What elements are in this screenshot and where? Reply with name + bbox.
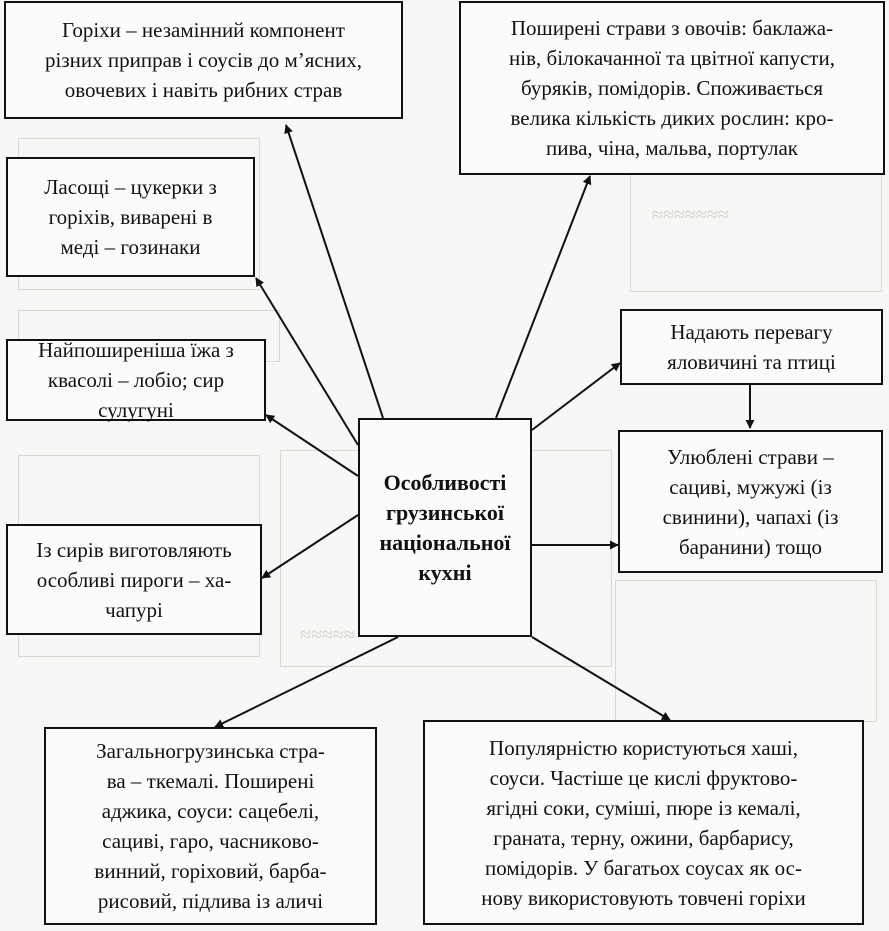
box-favorite-dishes-text: Улюблені страви – сациві, мужужі (із сви… — [663, 442, 839, 562]
text-line: баранини) тощо — [678, 534, 823, 559]
text-line: Ласощі – цукерки з — [44, 175, 217, 199]
text-line: овочевих і навіть рибних страв — [64, 78, 343, 102]
text-line: граната, терну, ожини, барбарису, — [493, 825, 794, 850]
arrow-to-top-right — [495, 175, 592, 419]
arrow-to-cheese-pies — [261, 514, 359, 579]
text-line: Надають перевагу — [670, 320, 833, 344]
text-line: ва – ткемалі. Поширені — [106, 769, 315, 793]
arrow-to-bottom-right — [531, 636, 671, 721]
text-line: сулугуні — [98, 398, 174, 422]
text-line: Поширені страви з овочів: баклажа- — [510, 16, 834, 40]
text-line: аджика, соуси: сацебелі, — [101, 799, 320, 823]
arrow-to-sweets — [255, 277, 359, 446]
box-nuts: Горіхи – незамінний компонент різних при… — [4, 1, 403, 119]
text-line: рисовий, підлива із аличі — [97, 889, 324, 913]
text-line: велика кількість диких рослин: кро- — [510, 106, 834, 130]
text-line: Загальногрузинська стра- — [96, 739, 325, 763]
box-vegetables-text: Поширені страви з овочів: баклажа- нів, … — [509, 13, 835, 163]
box-vegetables: Поширені страви з овочів: баклажа- нів, … — [459, 1, 885, 175]
text-line: Горіхи – незамінний компонент — [62, 18, 345, 42]
text-line: чапурі — [105, 597, 163, 622]
center-title-line: грузинської — [385, 499, 504, 525]
text-line: буряків, помідорів. Споживається — [520, 76, 824, 100]
text-line: свинини), чапахі (із — [662, 504, 839, 529]
text-line: Улюблені страви – — [667, 444, 834, 469]
box-beans: Найпоширеніша їжа з квасолі – лобіо; сир… — [6, 338, 266, 422]
center-box: Особливості грузинської національної кух… — [358, 418, 532, 637]
arrow-to-top-left — [284, 124, 384, 419]
box-sweets-text: Ласощі – цукерки з горіхів, виварені в м… — [44, 172, 217, 262]
center-title-line: Особливості — [383, 469, 507, 495]
text-line: пива, чіна, мальва, портулак — [545, 136, 798, 160]
box-khashi-sauces-text: Популярністю користуються хаші, соуси. Ч… — [481, 733, 805, 913]
text-line: нову використовують товчені горіхи — [481, 885, 806, 910]
box-meat-preference-text: Надають перевагу яловичині та птиці — [667, 317, 836, 377]
box-nuts-text: Горіхи – незамінний компонент різних при… — [45, 15, 362, 105]
arrow-to-bottom-left — [214, 636, 399, 728]
text-line: сациві, мужужі (із — [669, 474, 832, 499]
box-khashi-sauces: Популярністю користуються хаші, соуси. Ч… — [423, 720, 864, 925]
text-line: різних приправ і соусів до м’ясних, — [45, 48, 362, 72]
box-cheese-pies-text: Із сирів виготовляють особливі пироги – … — [36, 535, 231, 625]
box-meat-preference: Надають перевагу яловичині та птиці — [620, 309, 883, 385]
text-line: соуси. Частіше це кислі фруктово- — [489, 765, 798, 790]
text-line: помідорів. У багатьох соусах як ос- — [484, 855, 802, 880]
text-line: нів, білокачанної та цвітної капусти, — [509, 46, 835, 70]
arrow-to-beans — [265, 414, 359, 477]
box-beans-text: Найпоширеніша їжа з квасолі – лобіо; сир… — [38, 335, 234, 425]
text-line: Із сирів виготовляють — [36, 537, 232, 562]
box-favorite-dishes: Улюблені страви – сациві, мужужі (із сви… — [618, 430, 883, 573]
box-sweets: Ласощі – цукерки з горіхів, виварені в м… — [6, 157, 255, 277]
text-line: ягідні соки, суміші, пюре із кемалі, — [486, 795, 801, 820]
text-line: яловичині та птиці — [667, 350, 836, 374]
center-title-line: кухні — [418, 559, 472, 585]
bleed-through-mark: ≈≈≈≈≈≈≈ — [652, 204, 729, 226]
text-line: квасолі – лобіо; сир — [47, 368, 225, 392]
bleed-through-mark: ≈≈≈≈≈ — [300, 624, 355, 646]
text-line: Популярністю користуються хаші, — [489, 735, 798, 760]
box-sauces-general-text: Загальногрузинська стра- ва – ткемалі. П… — [94, 736, 326, 916]
center-title: Особливості грузинської національної кух… — [379, 468, 510, 588]
text-line: горіхів, виварені в — [48, 205, 213, 229]
arrow-to-meat-pref — [531, 362, 621, 431]
text-line: сациві, гаро, часникoво- — [102, 829, 319, 853]
box-cheese-pies: Із сирів виготовляють особливі пироги – … — [6, 524, 262, 635]
box-sauces-general: Загальногрузинська стра- ва – ткемалі. П… — [44, 727, 377, 925]
text-line: винний, горіховий, барба- — [94, 859, 327, 883]
center-title-line: національної — [379, 529, 511, 555]
text-line: Найпоширеніша їжа з — [38, 338, 234, 362]
text-line: особливі пироги – ха- — [36, 567, 232, 592]
text-line: меді – гозинаки — [60, 235, 201, 259]
